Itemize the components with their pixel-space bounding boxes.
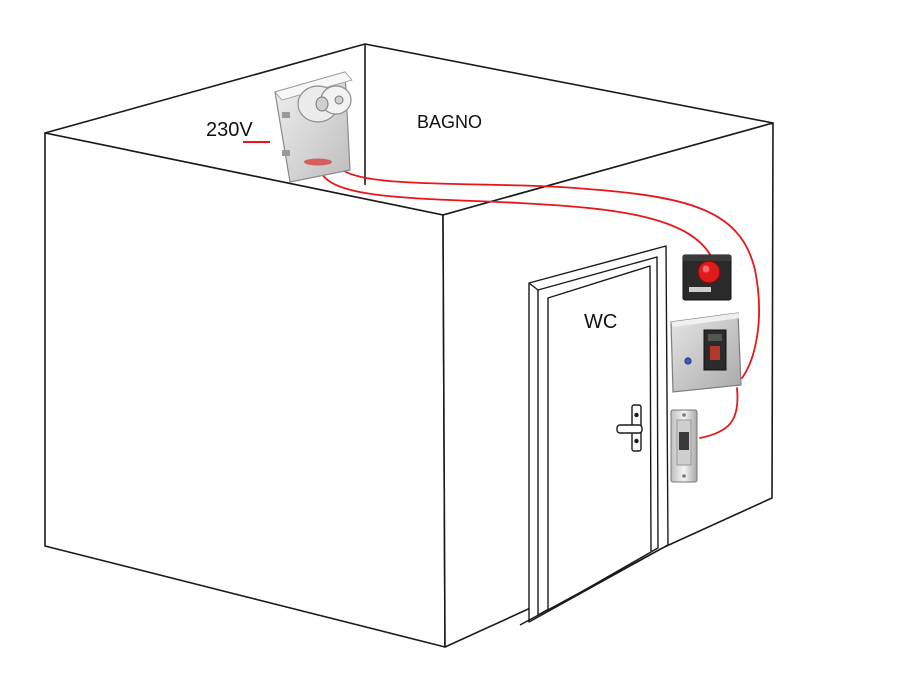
room-box [44, 43, 774, 648]
controller-box-icon [670, 312, 742, 393]
voltage-label: 230V [206, 119, 253, 141]
door-threshold [519, 544, 669, 626]
door-handle-icon [616, 404, 643, 452]
voltage-label-group: 230V [206, 119, 270, 143]
room-left-wall [44, 132, 446, 648]
wc-door [519, 245, 669, 626]
wire-to-push-button [319, 169, 713, 259]
wire-controller-to-lock [699, 387, 739, 439]
door-frame-top-edge [528, 282, 539, 291]
door-sign-label: WC [584, 311, 617, 333]
door-leaf [547, 265, 652, 612]
ceiling-unit-icon [274, 71, 353, 183]
door-lock-icon [670, 409, 698, 483]
room-label: BAGNO [417, 112, 482, 132]
wiring [319, 167, 760, 439]
wire-to-controller [339, 167, 760, 379]
push-button-icon [682, 254, 732, 301]
